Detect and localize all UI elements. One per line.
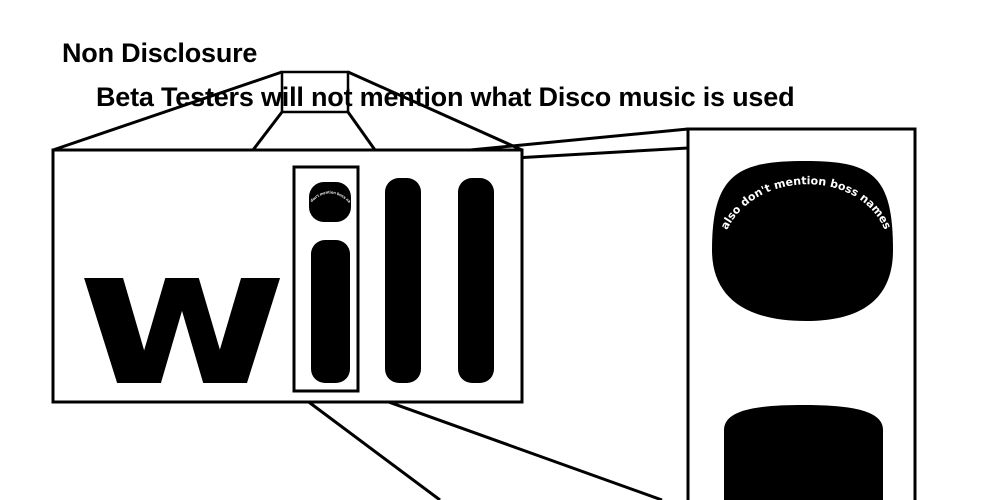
letter-i-stem <box>311 240 350 383</box>
zoom-panel-word <box>51 148 524 404</box>
letter-i-highlight-box <box>292 165 360 393</box>
zoom-panel-letter-i: also don't mention boss names <box>686 127 917 500</box>
word-highlight-box <box>280 70 350 114</box>
connector-line <box>346 111 377 151</box>
connector-line <box>251 111 284 151</box>
zoomed-i-dot <box>712 161 893 321</box>
zoomed-i-stem <box>724 405 883 500</box>
connector-line <box>52 70 283 152</box>
letter-i-dot <box>309 182 351 222</box>
letter-l-first <box>385 178 421 383</box>
connector-line <box>293 389 441 500</box>
connector-line <box>357 389 663 500</box>
title: Non Disclosure <box>62 38 258 68</box>
connector-line <box>347 70 523 152</box>
letter-l-second <box>458 178 494 383</box>
letter-w: w <box>76 206 288 429</box>
